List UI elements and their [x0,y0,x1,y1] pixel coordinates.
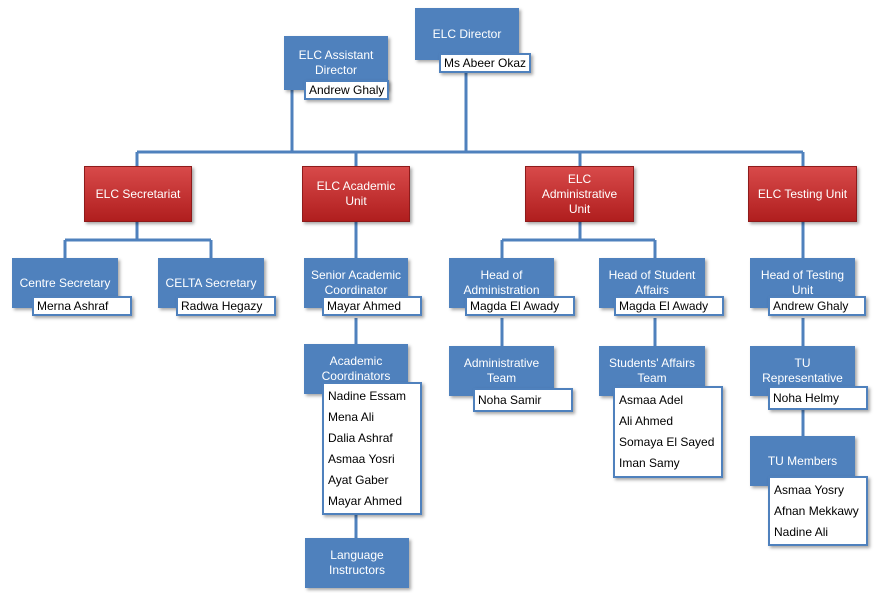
celta-secretary-name: Radwa Hegazy [176,296,276,316]
list-item: Ayat Gaber [328,473,389,487]
students-affairs-team-title: Students' Affairs Team [608,356,696,385]
administrative-team-title: Administrative Team [463,356,540,385]
academic-title: ELC Academic Unit [316,179,396,208]
administrative-team-box: Administrative Team [449,346,554,396]
centre-secretary-name: Merna Ashraf [32,296,132,316]
administrative-unit: ELC Administrative Unit [525,166,634,222]
testing-unit: ELC Testing Unit [748,166,857,222]
head-administration-title: Head of Administration [463,268,540,297]
connector [63,222,213,258]
list-item: Dalia Ashraf [328,431,393,445]
academic-coordinators-box: Academic Coordinators [304,344,408,394]
list-item: Nadine Ali [774,525,829,539]
testing-title: ELC Testing Unit [757,186,848,201]
list-item: Mayar Ahmed [328,494,403,508]
list-item: Somaya El Sayed [619,435,715,449]
head-testing-name: Andrew Ghaly [768,296,866,316]
director-box: ELC Director [415,8,519,60]
head-student-affairs-title: Head of Student Affairs [608,268,696,297]
senior-coordinator-title: Senior Academic Coordinator [310,268,402,297]
list-item: Mena Ali [328,410,375,424]
list-item: Nadine Essam [328,389,407,403]
head-testing-title: Head of Testing Unit [760,268,845,297]
list-item: Afnan Mekkawy [774,504,859,518]
head-student-affairs-name: Magda El Awady [614,296,724,316]
tu-members-title: TU Members [767,453,838,468]
connector [500,222,657,258]
director-title: ELC Director [432,26,502,41]
list-item: Ali Ahmed [619,414,674,428]
list-item: Iman Samy [619,456,680,470]
centre-secretary-title: Centre Secretary [19,275,111,290]
celta-secretary-box: CELTA Secretary [158,258,264,308]
administrative-team-name: Noha Samir [473,388,573,412]
senior-coordinator-name: Mayar Ahmed [322,296,422,316]
head-administration-name: Magda El Awady [465,296,575,316]
assistant-director-title: ELC Assistant Director [298,48,374,77]
academic-coordinators-list: Nadine Essam Mena Ali Dalia Ashraf Asmaa… [322,382,422,515]
secretariat-title: ELC Secretariat [95,186,181,201]
celta-secretary-title: CELTA Secretary [165,275,257,290]
academic-coordinators-title: Academic Coordinators [321,354,391,383]
list-item: Asmaa Yosry [774,483,845,497]
tu-representative-name: Noha Helmy [768,386,868,410]
students-affairs-team-list: Asmaa Adel Ali Ahmed Somaya El Sayed Ima… [613,386,723,478]
administrative-title: ELC Administrative Unit [541,171,618,216]
assistant-director-name: Andrew Ghaly [304,80,390,100]
director-name: Ms Abeer Okaz [439,53,532,73]
tu-members-list: Asmaa Yosry Afnan Mekkawy Nadine Ali [768,476,868,546]
language-instructors-box: Language Instructors [305,538,409,588]
list-item: Asmaa Adel [619,393,684,407]
language-instructors-title: Language Instructors [328,548,385,577]
secretariat-unit: ELC Secretariat [84,166,192,222]
tu-representative-title: TU Representative [762,356,843,385]
academic-unit: ELC Academic Unit [302,166,410,222]
list-item: Asmaa Yosri [328,452,395,466]
